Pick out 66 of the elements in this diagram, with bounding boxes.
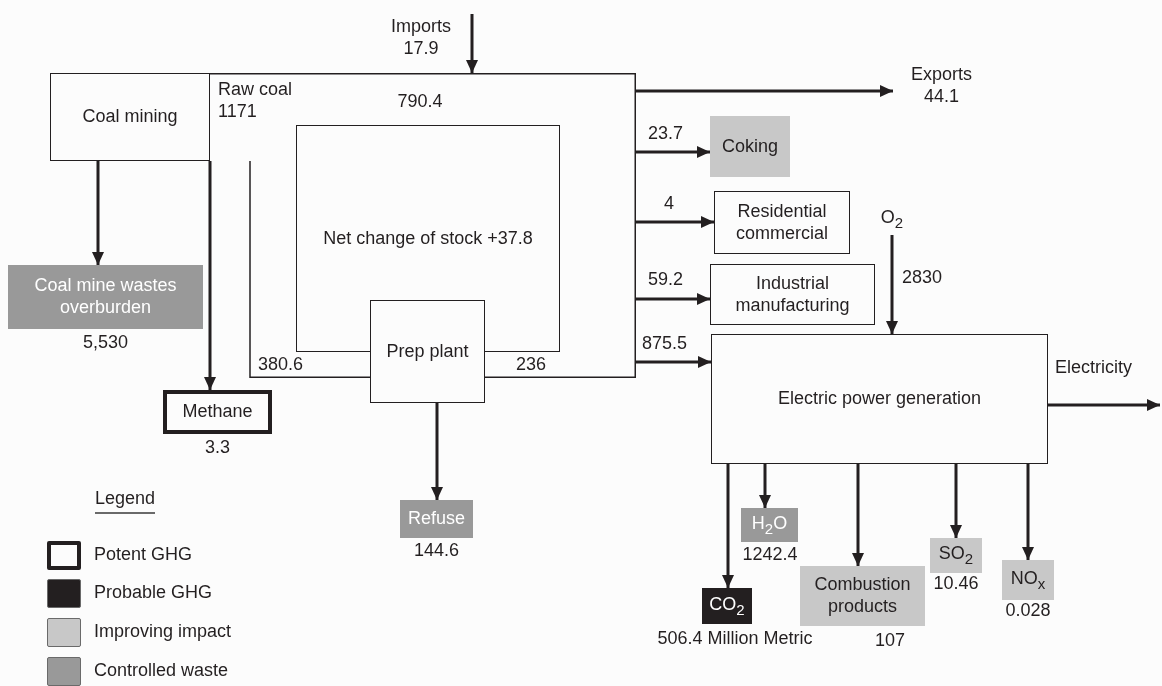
flow-value: Raw coal 1171 xyxy=(218,79,294,123)
arrow xyxy=(722,464,734,588)
legend-label: Potent GHG xyxy=(94,544,193,566)
quantity-label: 506.4 Million Metric xyxy=(656,628,814,650)
node-label: Exports 44.1 xyxy=(910,64,973,108)
node-label: H$_{2}$O xyxy=(751,512,788,538)
edge-label: Electricity xyxy=(1053,358,1134,378)
flow-value: 236 xyxy=(516,355,548,374)
node-label: SO$_{2}$ xyxy=(938,543,974,568)
output-box xyxy=(930,538,982,573)
node-label: Coal mining xyxy=(82,106,178,128)
quantity-label: 10.46 xyxy=(932,573,980,595)
node-label: Industrial manufacturing xyxy=(734,272,851,317)
flow-value: 790.4 xyxy=(396,91,444,113)
arrow xyxy=(92,161,104,265)
node-label: NO$_{x}$ xyxy=(1010,567,1046,593)
arrow xyxy=(466,14,478,73)
process-box xyxy=(370,300,485,403)
node-label: Residential commercial xyxy=(735,200,829,245)
process-box xyxy=(710,264,875,325)
legend-label: Controlled waste xyxy=(94,660,229,682)
node-label: Methane xyxy=(182,401,253,423)
node-label: Imports 17.9 xyxy=(390,16,452,60)
waste-box xyxy=(741,508,798,542)
arrow xyxy=(204,161,216,390)
process-box xyxy=(711,334,1048,464)
output-box xyxy=(710,116,790,177)
arrow xyxy=(636,293,710,305)
node-label: Refuse xyxy=(407,508,465,530)
arrow xyxy=(1048,399,1160,411)
process-box xyxy=(714,191,850,254)
node-label: O$_{2}$ xyxy=(880,206,904,232)
arrow xyxy=(636,146,710,158)
quantity-label: 5,530 xyxy=(81,332,129,354)
arrow xyxy=(431,403,443,500)
output-box xyxy=(1002,560,1054,600)
process-box xyxy=(50,73,210,161)
quantity-label: 0.028 xyxy=(1004,600,1052,622)
quantity-label: 1242.4 xyxy=(741,544,799,566)
legend-label: Improving impact xyxy=(94,621,232,643)
node-label: Electric power generation xyxy=(777,388,982,410)
arrow xyxy=(636,85,893,97)
legend-label: Probable GHG xyxy=(94,582,213,604)
node-label: Net change of stock +37.8 xyxy=(323,227,533,250)
output-box xyxy=(800,566,925,626)
arrow xyxy=(636,356,711,368)
arrow xyxy=(950,464,962,538)
flow-value: 380.6 xyxy=(258,355,305,374)
waste-box xyxy=(8,265,203,329)
node-label: Prep plant xyxy=(386,340,469,363)
arrow xyxy=(852,464,864,566)
arrow xyxy=(886,235,898,334)
waste-box xyxy=(400,500,473,538)
node-label: Coal mine wastes overburden xyxy=(33,275,178,319)
output-box xyxy=(702,588,752,624)
quantity-label: 144.6 xyxy=(412,540,460,562)
node-label: CO$_{2}$ xyxy=(709,593,745,619)
arrow xyxy=(636,216,714,228)
emission-box xyxy=(163,390,272,434)
quantity-label: 3.3 xyxy=(204,437,231,459)
quantity-label: 107 xyxy=(873,630,906,652)
arrow xyxy=(1022,464,1034,560)
node-label: Coking xyxy=(722,135,778,158)
node-label: Combustion products xyxy=(813,574,912,618)
arrow xyxy=(759,464,771,508)
legend-heading: Legend xyxy=(95,488,156,514)
